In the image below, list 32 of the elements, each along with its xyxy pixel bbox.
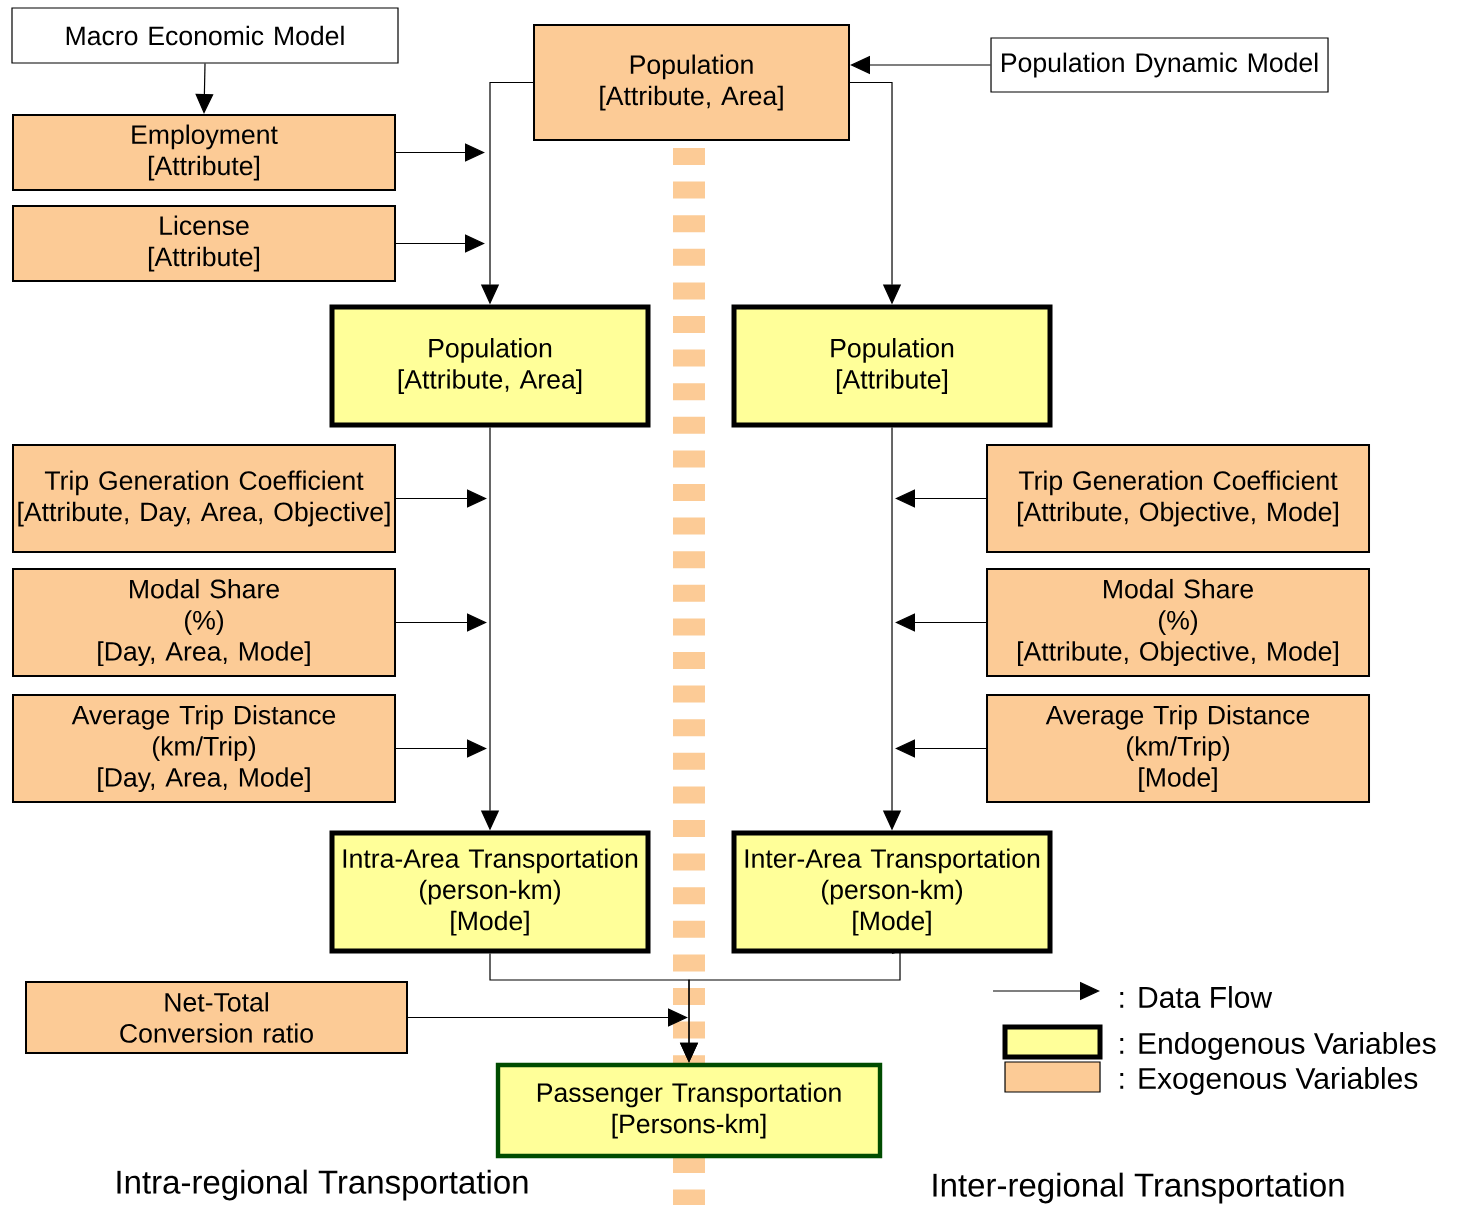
legend-text: : Exogenous Variables [1120,1067,1418,1095]
arrow [895,613,987,632]
variable-box: Modal Share (%) [Day, Area, Mode] [12,568,396,677]
variable-box: Population [Attribute, Area] [329,304,651,428]
arrow [895,489,987,508]
arrow [395,143,485,162]
output-box: Passenger Transportation [Persons-km] [495,1062,883,1159]
region-label: Intra-regional Transportation [117,1169,528,1201]
variable-box: License [Attribute] [12,205,396,282]
variable-box: Trip Generation Coefficient [Attribute, Day, Area, Objective] [12,444,396,553]
variable-box: Net-Total Conversion ratio [25,981,408,1054]
variable-box: Employment [Attribute] [12,114,396,191]
arrow [407,1008,688,1027]
region-label: Inter-regional Transportation [933,1172,1344,1204]
variable-box: Trip Generation Coefficient [Attribute, Objective, Mode] [986,444,1370,553]
arrow [195,63,214,114]
arrow [395,613,487,632]
variable-box: Modal Share (%) [Attribute, Objective, Mode] [986,568,1370,677]
variable-box: Population [Attribute, Area] [533,24,850,141]
legend-text: : Data Flow [1120,986,1273,1008]
variable-box: Intra-Area Transportation (person-km) [Mode] [329,830,651,954]
arrow [395,739,487,758]
flow-box: Macro Economic Model [11,7,399,64]
legend-text: : Endogenous Variables [1120,1032,1436,1060]
flow-box: Population Dynamic Model [990,37,1329,93]
arrow [895,739,987,758]
variable-box: Average Trip Distance (km/Trip) [Day, Area, Mode] [12,694,396,803]
variable-box: Population [Attribute] [731,304,1053,428]
variable-box: Average Trip Distance (km/Trip) [Mode] [986,694,1370,803]
variable-box: Inter-Area Transportation (person-km) [Mode] [731,830,1053,954]
arrow [395,234,485,253]
arrow [395,489,487,508]
